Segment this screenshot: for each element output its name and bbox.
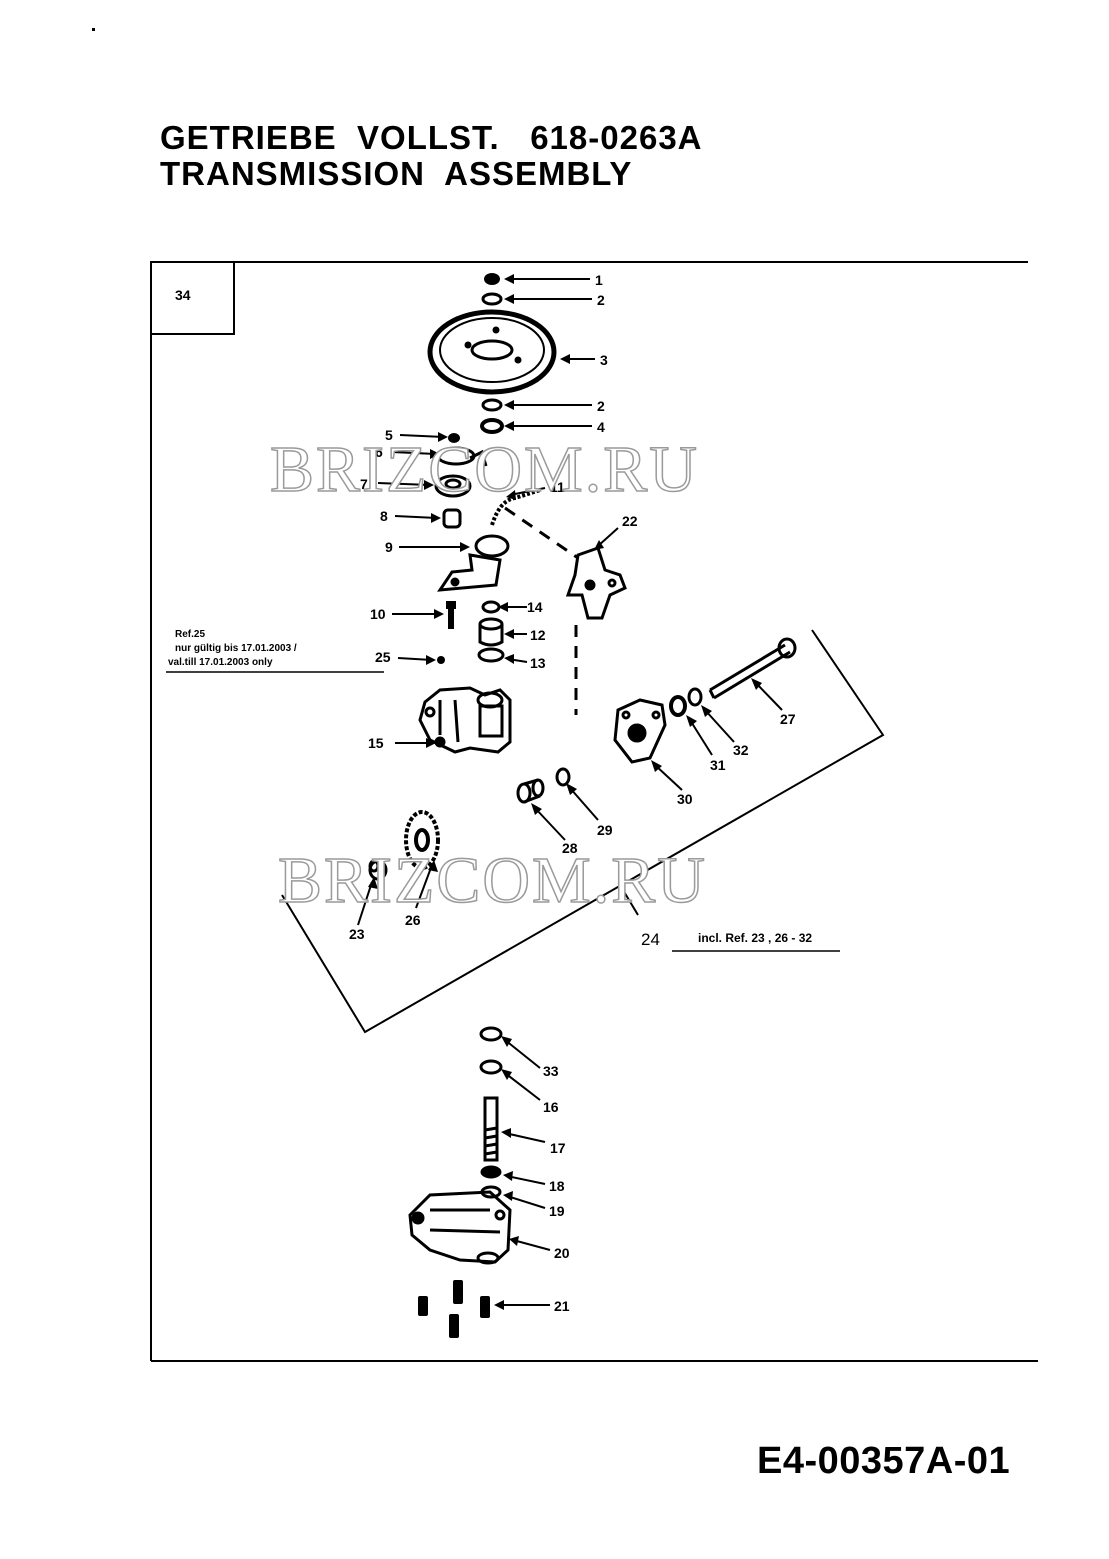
frame-number: 34 xyxy=(175,287,191,303)
kit-boundary xyxy=(281,629,885,1034)
part-30-cover xyxy=(613,698,667,764)
part-5-nut xyxy=(448,433,460,443)
callout-9: 9 xyxy=(385,539,393,555)
watermark-top: BRIZCOM.RU xyxy=(269,432,699,507)
arrowheads xyxy=(368,274,762,1310)
callout-28: 28 xyxy=(562,840,578,856)
part-14-ring xyxy=(481,600,501,614)
ref25-title: Ref.25 xyxy=(175,629,205,640)
callout-4: 4 xyxy=(597,419,605,435)
kit-text: incl. Ref. 23 , 26 - 32 xyxy=(698,931,812,945)
callout-23: 23 xyxy=(349,926,365,942)
part-9-bracket xyxy=(437,534,510,592)
ref25-note: Ref.25 nur gültig bis 17.01.2003 / val.t… xyxy=(166,629,384,673)
part-6-spring-washer xyxy=(436,446,488,467)
part-13-ring xyxy=(477,647,505,663)
part-2-washer xyxy=(481,292,503,306)
kit-number: 24 xyxy=(641,930,660,949)
title-english: TRANSMISSION ASSEMBLY xyxy=(160,155,633,192)
callout-2b: 2 xyxy=(597,398,605,414)
dashed-guides xyxy=(504,506,579,715)
callout-22: 22 xyxy=(622,513,638,529)
callout-31: 31 xyxy=(710,757,726,773)
part-26-gear xyxy=(404,810,440,870)
ref25-line2: val.till 17.01.2003 only xyxy=(168,657,273,668)
callout-12: 12 xyxy=(530,627,546,643)
callout-17: 17 xyxy=(550,1140,566,1156)
part-28-bushing xyxy=(516,778,545,804)
part-21-screws xyxy=(418,1280,490,1338)
callout-8: 8 xyxy=(380,508,388,524)
part-12-sleeve xyxy=(478,617,504,647)
callout-26: 26 xyxy=(405,912,421,928)
callout-10: 10 xyxy=(370,606,386,622)
callout-6: 6 xyxy=(375,444,383,460)
part-10-bolt xyxy=(446,601,456,629)
callout-3: 3 xyxy=(600,352,608,368)
callout-32: 32 xyxy=(733,742,749,758)
part-31-bushing xyxy=(669,695,687,717)
callout-labels: 1 2 3 2 4 5 6 7 8 9 10 11 22 14 12 13 25… xyxy=(349,272,796,1314)
watermark-bottom: BRIZCOM.RU xyxy=(277,843,707,918)
callout-27: 27 xyxy=(780,711,796,727)
title-german: GETRIEBE VOLLST. 618-0263A xyxy=(160,119,703,156)
callout-33: 33 xyxy=(543,1063,559,1079)
callout-13: 13 xyxy=(530,655,546,671)
callout-11: 11 xyxy=(550,479,565,495)
part-15-housing xyxy=(418,686,512,754)
part-27-shaft xyxy=(708,637,797,700)
part-33-washer xyxy=(479,1026,503,1042)
part-8-bushing xyxy=(442,508,462,529)
drawing-code: E4-00357A-01 xyxy=(757,1440,1011,1482)
diagram-frame xyxy=(150,261,1038,1362)
ref25-line1: nur gültig bis 17.01.2003 / xyxy=(175,643,297,654)
part-7-bearing xyxy=(434,474,472,498)
part-2-washer-lower xyxy=(481,398,503,412)
callout-5: 5 xyxy=(385,427,393,443)
callout-20: 20 xyxy=(554,1245,570,1261)
part-22-lever xyxy=(565,546,627,620)
part-16-washer xyxy=(479,1059,503,1075)
corner-dot xyxy=(92,28,95,31)
callout-16: 16 xyxy=(543,1099,559,1115)
part-32-washer xyxy=(687,687,703,707)
callout-15: 15 xyxy=(368,735,384,751)
part-18-washer xyxy=(480,1165,502,1179)
part-17-shaft xyxy=(483,1096,499,1162)
part-23-bushing xyxy=(368,859,388,881)
part-4-washer xyxy=(480,418,504,434)
callout-29: 29 xyxy=(597,822,613,838)
kit-note: 24 incl. Ref. 23 , 26 - 32 xyxy=(641,930,840,952)
part-1-nut xyxy=(484,273,500,285)
part-3-pulley xyxy=(427,309,557,395)
callout-21: 21 xyxy=(554,1298,570,1314)
part-20-housing xyxy=(408,1190,512,1265)
part-29-washer xyxy=(555,767,571,787)
callout-14: 14 xyxy=(527,599,543,615)
callout-18: 18 xyxy=(549,1178,565,1194)
callout-19: 19 xyxy=(549,1203,565,1219)
callout-25: 25 xyxy=(375,649,391,665)
callout-1: 1 xyxy=(595,272,603,288)
callout-2: 2 xyxy=(597,292,605,308)
leader-lines xyxy=(357,278,783,1306)
callout-7: 7 xyxy=(360,476,368,492)
part-25-small xyxy=(437,656,445,664)
callout-30: 30 xyxy=(677,791,693,807)
